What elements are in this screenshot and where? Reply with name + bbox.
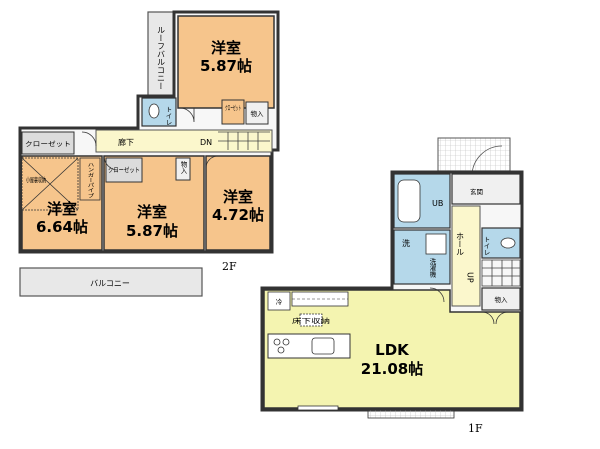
floor-2f-tag: 2F — [222, 260, 237, 273]
room-western-right-name: 洋室 — [223, 188, 253, 206]
closet-a-label: クローゼット — [225, 103, 241, 112]
room-western-mid-size: 5.87帖 — [126, 222, 178, 240]
hall-1f-label: ホール — [456, 232, 465, 256]
stove-icon — [273, 338, 290, 354]
toilet-1f-fixture — [500, 237, 516, 249]
room-western-left-size: 6.64帖 — [36, 218, 88, 236]
roof-balcony-label: ルーフバルコニー — [157, 26, 166, 90]
hanger-pipe-label: ハンガーパイプ — [86, 162, 94, 198]
storage-2f-a — [245, 101, 269, 125]
doors-2f — [81, 107, 219, 171]
stair-2f — [218, 131, 270, 150]
toilet-2f-label: トイレ — [164, 106, 172, 126]
closet-b-label: クローゼット — [25, 139, 71, 148]
stair-dn-label: DN — [200, 138, 212, 147]
windows-1f — [297, 405, 455, 419]
room-western-right-size: 4.72帖 — [212, 206, 264, 224]
closet-b — [21, 131, 75, 155]
room-western-top-size: 5.87帖 — [200, 57, 252, 75]
toilet-2f-fixture — [148, 103, 160, 119]
room-ldk — [263, 289, 521, 409]
balcony-2f-label: バルコニー — [90, 279, 130, 288]
stair-1f — [481, 259, 521, 287]
room-western-right — [205, 155, 271, 251]
fridge-label: 冷 — [276, 297, 283, 306]
entrance — [451, 173, 521, 205]
closet-c-label: クローゼット — [108, 165, 140, 174]
sink-icon — [311, 337, 335, 355]
loft-storage-label: 小屋裏収納 — [26, 175, 46, 184]
hall-1f — [451, 205, 481, 307]
room-western-left-name: 洋室 — [47, 200, 77, 218]
entrance-label: 玄関 — [470, 187, 483, 196]
roof-balcony — [147, 11, 175, 101]
floor-storage-label: 床下収納 — [292, 316, 330, 325]
room-western-top-name: 洋室 — [211, 39, 241, 57]
storage-2f-b-label: 物入 — [179, 160, 187, 175]
floor-storage — [299, 313, 323, 327]
storage-2f-a-label: 物入 — [251, 109, 265, 118]
bathtub — [397, 179, 421, 223]
toilet-1f-label: トイレ — [482, 236, 490, 256]
laundry-machine — [425, 233, 447, 255]
storage-1f — [481, 287, 521, 311]
hanger-pipe — [79, 157, 101, 201]
kitchen-counter — [267, 333, 351, 359]
room-western-mid-name: 洋室 — [137, 203, 167, 221]
closet-a — [221, 99, 245, 125]
room-western-top — [177, 15, 275, 109]
loft-storage-cross — [21, 157, 79, 211]
fridge — [267, 291, 291, 311]
floor-1f-tag: 1F — [468, 422, 483, 435]
hallway-2f-label: 廊下 — [118, 137, 134, 147]
laundry-label: 洗濯機 — [428, 257, 436, 279]
unit-bath-label: UB — [432, 199, 443, 208]
washroom-label: 洗 — [402, 238, 410, 248]
balcony-2f — [19, 267, 203, 297]
storage-2f-b — [175, 157, 191, 181]
doors-1f — [429, 287, 509, 325]
closet-c — [105, 157, 143, 183]
stair-up-label: UP — [466, 272, 475, 283]
room-ldk-size: 21.08帖 — [361, 360, 423, 378]
floor-2f: ルーフバルコニー 洋室 5.87帖 トイレ クローゼット 物入 廊下 DN クロ… — [18, 10, 280, 297]
entrance-porch — [437, 137, 511, 177]
floor-1f: UB 玄関 洗 洗濯機 ホール UP トイレ 物入 LDK 21.08帖 冷 — [260, 137, 524, 435]
storage-1f-label: 物入 — [495, 295, 509, 304]
room-ldk-name: LDK — [375, 341, 410, 359]
